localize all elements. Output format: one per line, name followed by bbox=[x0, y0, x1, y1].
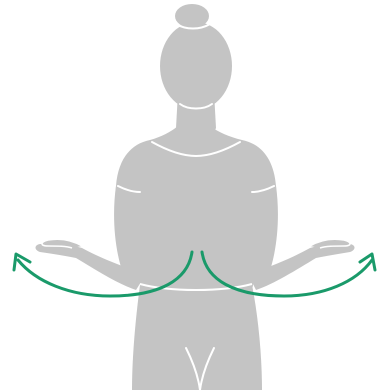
left-upper-arm bbox=[114, 186, 148, 276]
head bbox=[160, 22, 232, 110]
left-hand-fingers bbox=[42, 239, 82, 248]
right-upper-arm bbox=[244, 186, 278, 276]
hair-bun bbox=[175, 4, 209, 28]
left-arrowhead-icon bbox=[14, 254, 30, 270]
right-hand-fingers bbox=[310, 239, 350, 248]
